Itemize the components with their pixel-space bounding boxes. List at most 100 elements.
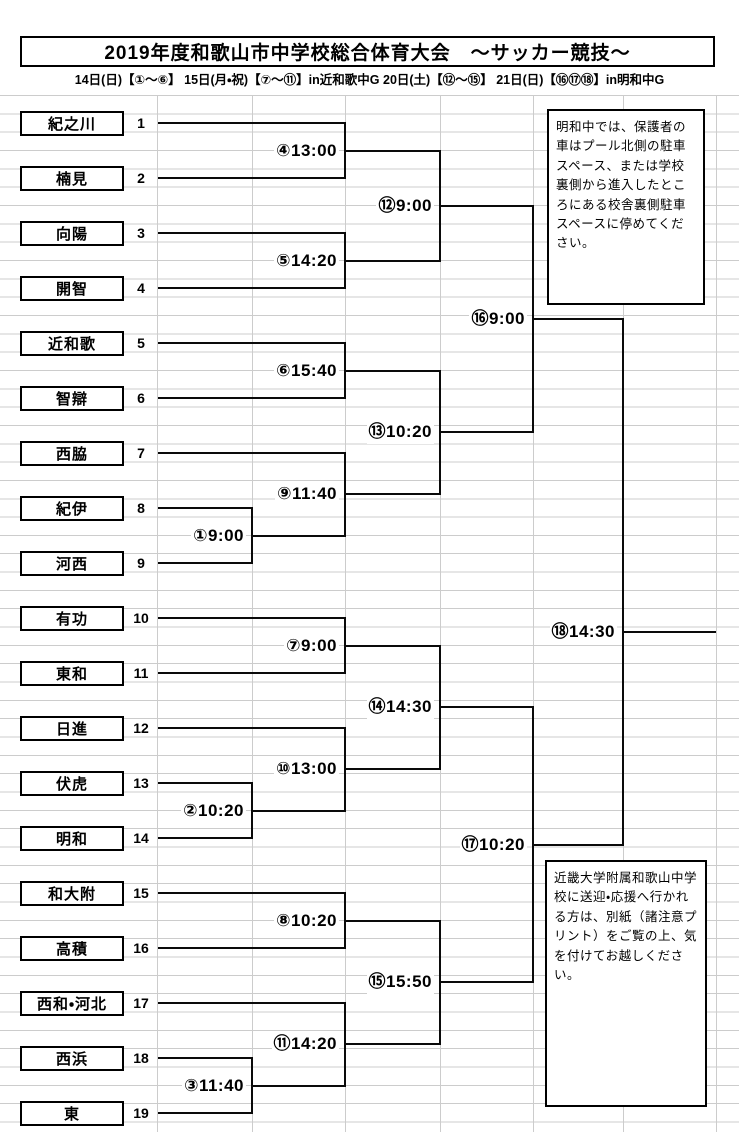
match-vline	[622, 317, 624, 846]
team-seed: 7	[137, 445, 145, 461]
team-line	[158, 1002, 346, 1004]
team-line	[158, 562, 253, 564]
team-box: 西和・河北	[20, 990, 124, 1016]
grid-column-line	[533, 95, 534, 1132]
team-seed: 9	[137, 555, 145, 571]
team-box: 向陽	[20, 220, 124, 246]
match-entrant-line	[440, 204, 534, 207]
team-seed: 13	[133, 775, 149, 791]
team-line	[158, 342, 346, 344]
schedule-line: 14日(日)【①～⑥】 15日(月・祝)【⑦～⑪】in近和歌中G 20日(土)【…	[74, 73, 665, 87]
team-seed: 12	[133, 720, 149, 736]
team-box: 紀之川	[20, 110, 124, 136]
team-box: 有功	[20, 605, 124, 631]
team-box: 明和	[20, 825, 124, 851]
match-label: ④13:00	[274, 138, 339, 163]
match-label: ③11:40	[182, 1073, 246, 1098]
match-label: ⑨11:40	[275, 482, 339, 507]
team-box: 東	[20, 1100, 124, 1126]
team-box: 近和歌	[20, 330, 124, 356]
match-label: ⑧10:20	[274, 908, 339, 933]
match-entrant-line	[252, 1084, 346, 1087]
page-title: 2019年度和歌山市中学校総合体育大会 ～サッカー競技～	[20, 36, 715, 67]
match-label: ⑥15:40	[274, 358, 339, 383]
team-line	[158, 452, 346, 454]
grid-column-line	[440, 95, 441, 1132]
team-seed: 4	[137, 280, 145, 296]
team-box: 楠見	[20, 165, 124, 191]
match-entrant-line	[345, 644, 441, 647]
team-box: 河西	[20, 550, 124, 576]
team-box: 高積	[20, 935, 124, 961]
team-line	[158, 617, 346, 619]
team-seed: 8	[137, 500, 145, 516]
grid-column-line	[252, 95, 253, 1132]
match-label: ②10:20	[181, 798, 246, 823]
team-seed: 17	[133, 995, 149, 1011]
team-line	[158, 1057, 253, 1059]
team-box: 智辯	[20, 385, 124, 411]
grid-column-line	[345, 95, 346, 1132]
match-label: ⑫9:00	[376, 193, 434, 218]
team-seed: 3	[137, 225, 145, 241]
match-entrant-line	[440, 431, 534, 434]
match-label: ⑤14:20	[274, 248, 339, 273]
match-entrant-line	[252, 534, 346, 537]
team-line	[158, 232, 346, 234]
team-seed: 1	[137, 115, 145, 131]
team-box: 紀伊	[20, 495, 124, 521]
match-entrant-line	[533, 843, 624, 846]
match-entrant-line	[345, 259, 441, 262]
match-entrant-line	[440, 981, 534, 984]
team-line	[158, 892, 346, 894]
team-box: 和大附	[20, 880, 124, 906]
team-seed: 19	[133, 1105, 149, 1121]
match-label: ⑯9:00	[469, 306, 527, 331]
team-line	[158, 397, 346, 399]
match-label: ⑭14:30	[366, 695, 434, 720]
match-entrant-line	[345, 149, 441, 152]
match-label: ①9:00	[191, 523, 246, 548]
match-entrant-line	[252, 809, 346, 812]
team-seed: 10	[133, 610, 149, 626]
match-label: ⑩13:00	[274, 757, 339, 782]
team-box: 東和	[20, 660, 124, 686]
team-line	[158, 287, 346, 289]
champion-line	[623, 631, 716, 633]
team-line	[158, 947, 346, 949]
team-seed: 14	[133, 830, 149, 846]
note-kindai-access: 近畿大学附属和歌山中学校に送迎・応援へ行かれる方は、別紙（諸注意プリント）をご覧…	[545, 860, 707, 1107]
team-seed: 18	[133, 1050, 149, 1066]
match-label: ⑰10:20	[459, 832, 527, 857]
team-seed: 15	[133, 885, 149, 901]
team-line	[158, 507, 253, 509]
team-box: 開智	[20, 275, 124, 301]
team-seed: 6	[137, 390, 145, 406]
match-entrant-line	[345, 768, 441, 771]
team-box: 日進	[20, 715, 124, 741]
team-seed: 2	[137, 170, 145, 186]
team-seed: 11	[133, 665, 149, 681]
match-entrant-line	[440, 706, 534, 709]
note-meiwa-parking: 明和中では、保護者の車はプール北側の駐車スペース、または学校裏側から進入したとこ…	[547, 109, 705, 305]
match-entrant-line	[345, 369, 441, 372]
team-line	[158, 727, 346, 729]
team-line	[158, 1112, 253, 1114]
team-box: 西脇	[20, 440, 124, 466]
team-seed: 5	[137, 335, 145, 351]
team-line	[158, 837, 253, 839]
team-seed: 16	[133, 940, 149, 956]
team-line	[158, 122, 346, 124]
match-label: ⑦9:00	[284, 633, 339, 658]
match-label: ⑬10:20	[366, 420, 434, 445]
match-entrant-line	[533, 317, 624, 320]
grid-column-line	[716, 95, 717, 1132]
grid-column-line	[157, 95, 158, 1132]
match-label: ⑱14:30	[549, 620, 617, 644]
team-box: 伏虎	[20, 770, 124, 796]
team-line	[158, 672, 346, 674]
team-line	[158, 782, 253, 784]
team-box: 西浜	[20, 1045, 124, 1071]
match-entrant-line	[345, 493, 441, 496]
